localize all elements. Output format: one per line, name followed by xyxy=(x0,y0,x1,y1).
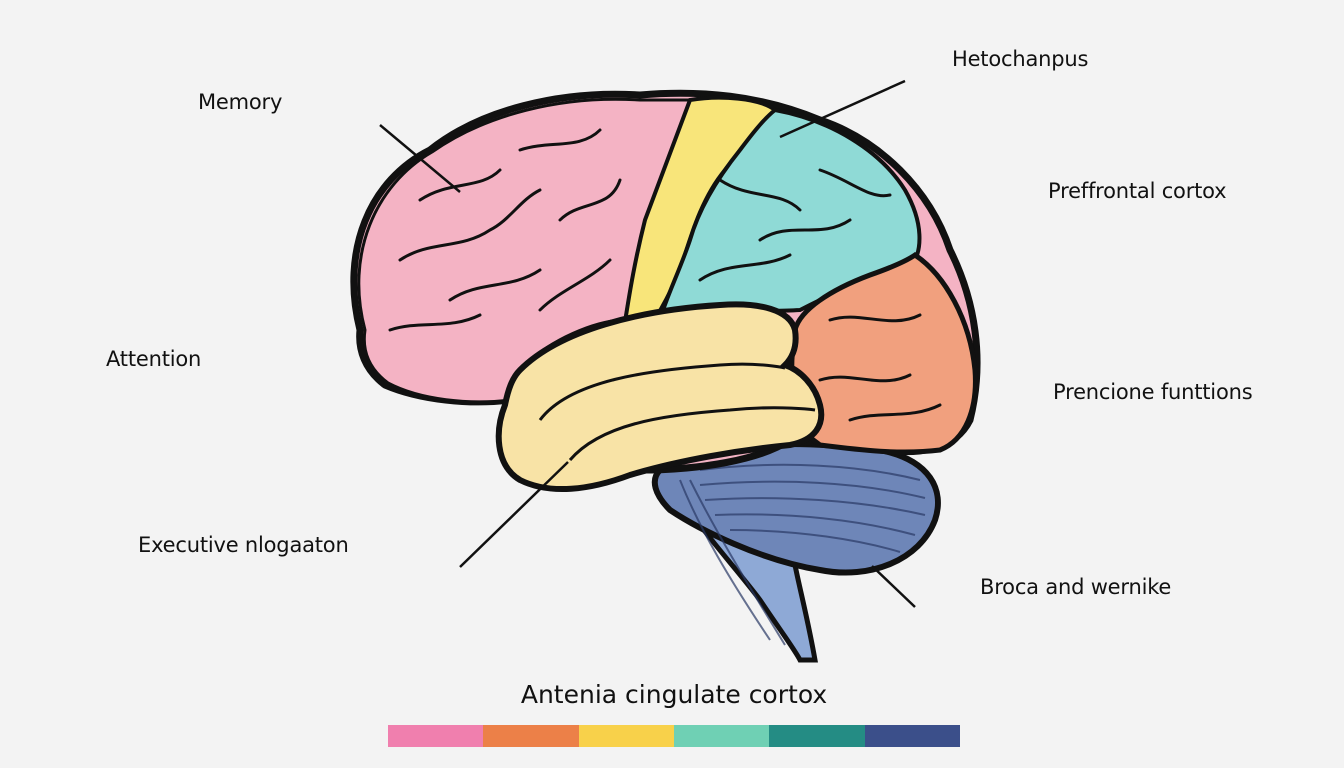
legend-swatch xyxy=(864,725,960,747)
color-legend-bar xyxy=(388,725,960,747)
region-orange xyxy=(789,251,978,455)
region-cream xyxy=(495,301,825,492)
legend-swatch xyxy=(388,725,484,747)
legend-swatch xyxy=(769,725,865,747)
leader-lines xyxy=(60,79,1300,609)
label-broca: Broca and wernike xyxy=(980,575,1172,599)
diagram-caption: Antenia cingulate cortox xyxy=(520,680,828,709)
label-hippocampus: Hetochanpus xyxy=(952,47,1089,71)
label-functions: Prencione funttions xyxy=(1053,380,1253,404)
legend-swatch xyxy=(673,725,770,747)
legend-swatch xyxy=(483,725,579,747)
legend-swatch xyxy=(578,725,674,747)
label-prefrontal: Preffrontal cortox xyxy=(1048,179,1227,203)
label-executive: Executive nlogaaton xyxy=(138,533,349,557)
label-attention: Attention xyxy=(106,347,202,371)
label-memory: Memory xyxy=(198,90,283,114)
